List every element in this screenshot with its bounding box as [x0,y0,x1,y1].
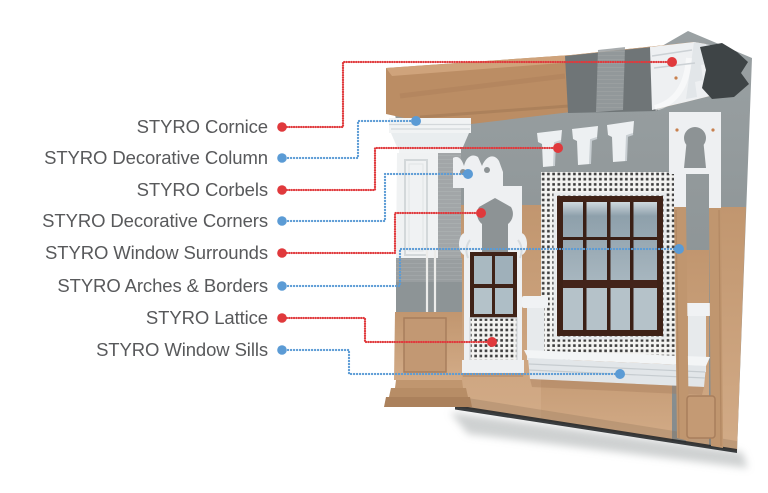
ground-shadow [450,412,748,468]
label-styro-corbels: STYRO Corbels [136,179,268,200]
label-styro-arches-borders: STYRO Arches & Borders [57,275,268,296]
label-styro-lattice: STYRO Lattice [145,307,268,328]
label-styro-decorative-column: STYRO Decorative Column [44,147,268,168]
label-styro-window-surrounds: STYRO Window Surrounds [45,242,268,263]
label-styro-decorative-corners: STYRO Decorative Corners [42,210,268,231]
small-window [459,186,527,377]
label-styro-window-sills: STYRO Window Sills [96,339,268,360]
label-styro-cornice: STYRO Cornice [136,116,268,137]
big-window [541,172,676,360]
decorative-corner [453,155,503,188]
